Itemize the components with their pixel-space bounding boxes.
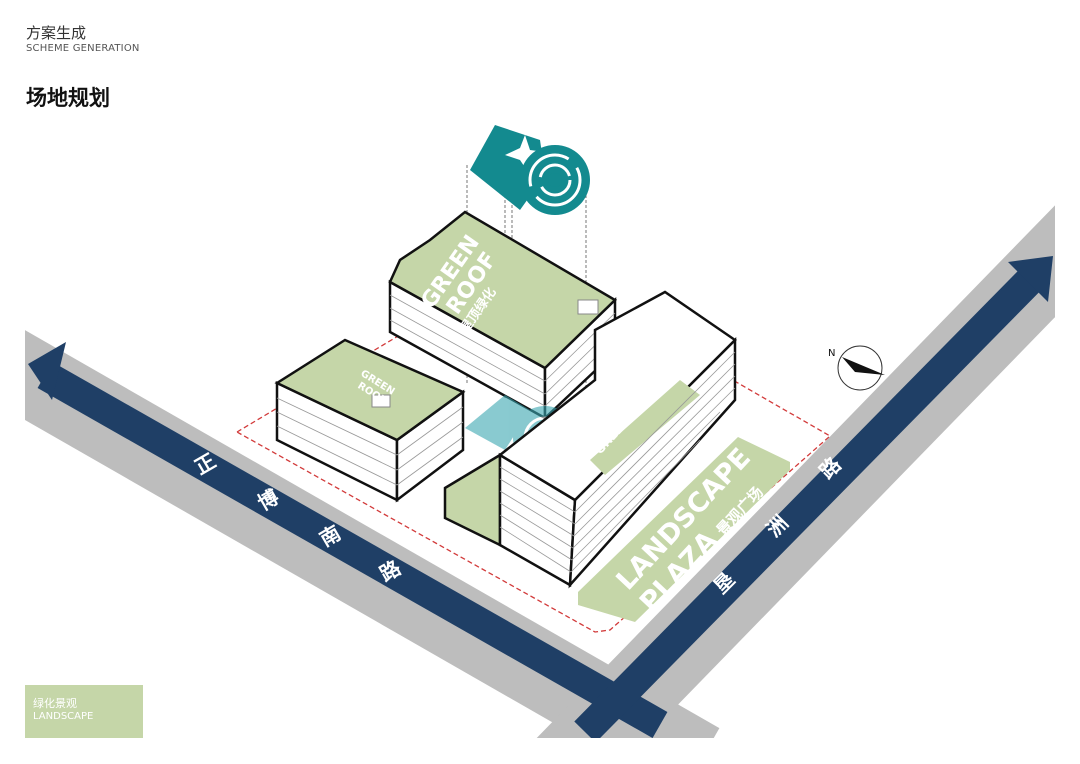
- road-blue-southeast: [574, 264, 1046, 738]
- page-title: 场地规划: [26, 86, 110, 110]
- arrow-west-icon: [28, 342, 66, 400]
- project-logo: [470, 125, 590, 215]
- north-label: N: [828, 348, 835, 359]
- north-arrow-icon: N: [828, 345, 885, 391]
- building-c: GREEN ROOF: [443, 290, 737, 589]
- section-title-en: SCHEME GENERATION: [26, 43, 140, 54]
- arrow-northeast-icon: [1008, 256, 1053, 302]
- legend-label-en: LANDSCAPE: [33, 711, 94, 722]
- landscape-plaza: [578, 437, 790, 622]
- legend-label-cn: 绿化景观: [33, 697, 77, 710]
- section-title-cn: 方案生成: [26, 24, 87, 42]
- section-header: 方案生成 SCHEME GENERATION: [26, 24, 140, 55]
- legend-landscape: 绿化景观 LANDSCAPE: [25, 685, 143, 738]
- building-b: GREEN ROOF: [274, 338, 466, 503]
- road-blue-southwest: [37, 361, 668, 738]
- star-icon: [505, 135, 545, 172]
